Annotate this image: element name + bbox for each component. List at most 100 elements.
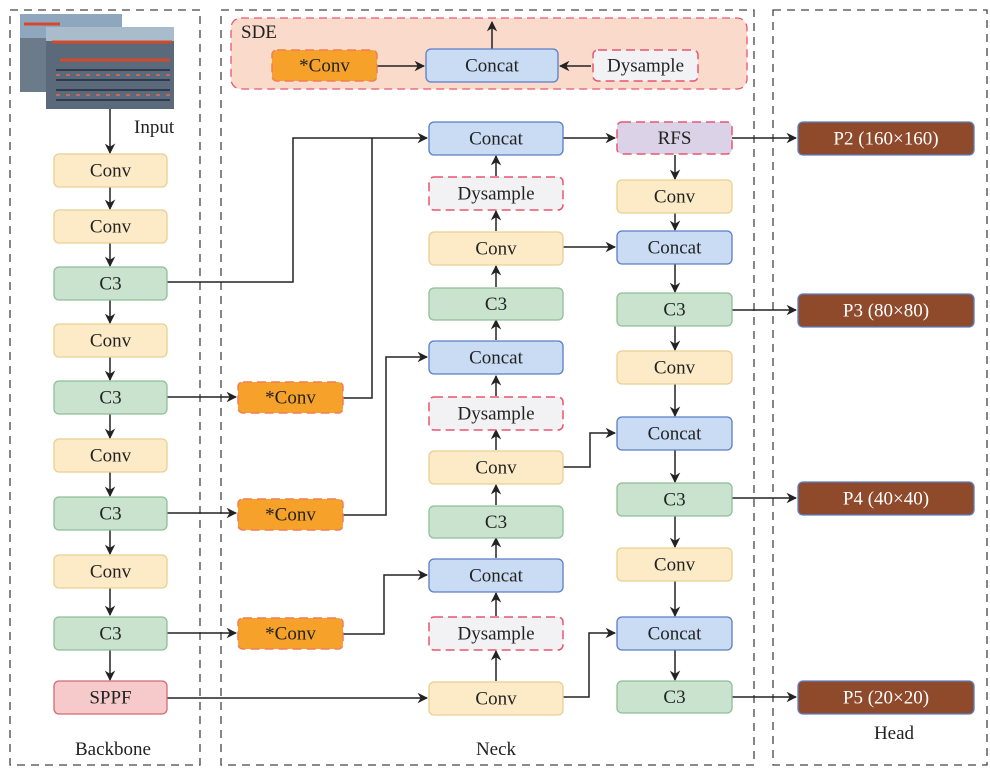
sconv-block: *Conv (237, 381, 344, 414)
c3-block: C3 (428, 287, 564, 321)
sconv-box (237, 617, 344, 650)
conv-box (616, 547, 733, 582)
c3-label: C3 (663, 687, 685, 708)
conv-box (53, 554, 168, 589)
conv-label: Conv (475, 239, 517, 260)
sconv-label: *Conv (265, 505, 316, 526)
dysample-label: Dysample (457, 624, 534, 645)
c3-box (616, 292, 733, 327)
concat-block: Concat (428, 340, 564, 375)
conv-label: Conv (90, 217, 132, 238)
c3-box (53, 496, 168, 531)
conv-block: Conv (616, 179, 733, 214)
rfs-label: RFS (658, 128, 692, 149)
head-block: P4 (40×40) (797, 481, 975, 516)
conv-block: Conv (53, 438, 168, 473)
c3-label: C3 (663, 300, 685, 321)
concat-label: Concat (469, 348, 524, 369)
concat-block: Concat (616, 616, 733, 651)
head-label: P5 (20×20) (843, 688, 929, 709)
edge (563, 427, 617, 468)
conv-label: Conv (90, 562, 132, 583)
input-image (20, 14, 174, 109)
head-label: P2 (160×160) (833, 129, 938, 150)
edge (343, 138, 373, 399)
conv-box (428, 231, 564, 266)
conv-label: Conv (654, 555, 696, 576)
dysample-label: Dysample (607, 56, 684, 77)
concat-box (428, 340, 564, 375)
dysample-box (428, 616, 564, 651)
concat-label: Concat (648, 424, 703, 445)
concat-block: Concat (616, 230, 733, 265)
c3-label: C3 (663, 490, 685, 511)
dysample-label: Dysample (457, 404, 534, 425)
c3-label: C3 (99, 274, 121, 295)
conv-box (53, 323, 168, 358)
c3-label: C3 (99, 504, 121, 525)
concat-box (425, 48, 559, 83)
dysample-block: Dysample (428, 176, 564, 211)
c3-block: C3 (616, 292, 733, 327)
conv-label: Conv (654, 358, 696, 379)
head-label: P4 (40×40) (843, 489, 929, 510)
conv-box (428, 450, 564, 485)
conv-block: Conv (428, 450, 564, 485)
conv-block: Conv (53, 153, 168, 188)
concat-block: Concat (616, 416, 733, 451)
conv-block: Conv (53, 323, 168, 358)
edge (167, 132, 429, 283)
concat-label: Concat (648, 238, 703, 259)
conv-block: Conv (428, 231, 564, 266)
c3-box (428, 287, 564, 321)
backbone-label: Backbone (75, 739, 151, 760)
sconv-label: *Conv (299, 56, 350, 77)
conv-block: Conv (428, 681, 564, 716)
conv-block: Conv (616, 350, 733, 385)
sppf-label: SPPF (89, 688, 131, 709)
c3-block: C3 (53, 496, 168, 531)
conv-box (616, 350, 733, 385)
c3-box (616, 680, 733, 714)
sconv-label: *Conv (265, 388, 316, 409)
head-box (797, 481, 975, 516)
head-block: P2 (160×160) (797, 121, 975, 156)
sconv-block: *Conv (237, 617, 344, 650)
concat-label: Concat (648, 624, 703, 645)
sconv-box (237, 381, 344, 414)
c3-block: C3 (53, 380, 168, 415)
head-box (797, 680, 975, 715)
sppf-box (53, 680, 168, 715)
sconv-block: *Conv (237, 498, 344, 531)
concat-box (616, 616, 733, 651)
concat-label: Concat (469, 566, 524, 587)
c3-box (428, 505, 564, 539)
conv-box (616, 179, 733, 214)
head-frame (772, 9, 988, 766)
c3-box (53, 380, 168, 415)
conv-block: Conv (53, 554, 168, 589)
sde-label: SDE (241, 22, 277, 43)
c3-block: C3 (53, 616, 168, 651)
conv-label: Conv (90, 161, 132, 182)
edge (343, 351, 429, 516)
dysample-box (428, 176, 564, 211)
dysample-block: Dysample (428, 616, 564, 651)
rfs-box (616, 121, 733, 155)
concat-label: Concat (469, 129, 524, 150)
conv-label: Conv (475, 458, 517, 479)
concat-block: Concat (425, 48, 559, 83)
c3-label: C3 (99, 624, 121, 645)
concat-box (428, 121, 564, 156)
c3-block: C3 (616, 482, 733, 517)
conv-block: Conv (616, 547, 733, 582)
dysample-box (592, 49, 699, 82)
rfs-block: RFS (616, 121, 733, 155)
backbone-frame (9, 9, 201, 766)
c3-block: C3 (428, 505, 564, 539)
c3-box (53, 616, 168, 651)
dysample-box (428, 396, 564, 431)
head-label: P3 (80×80) (843, 301, 929, 322)
conv-box (53, 153, 168, 188)
